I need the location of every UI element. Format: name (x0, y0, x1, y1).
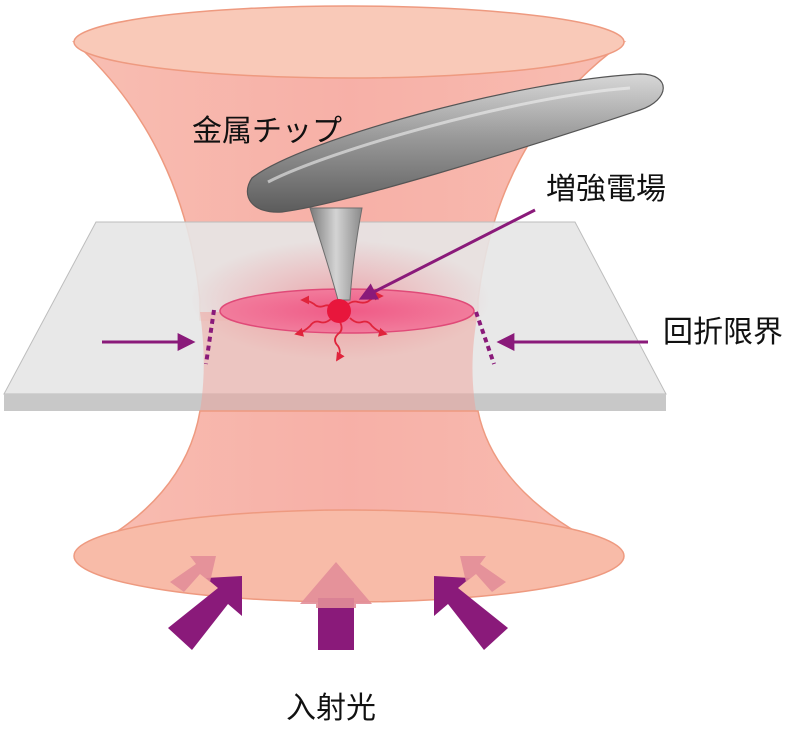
label-enhanced-field: 増強電場 (546, 172, 666, 207)
up-arrow-icon (168, 556, 242, 650)
diffraction-limit-markers (204, 309, 496, 365)
annotation-arrows (102, 208, 648, 351)
scatter-arrow-down (334, 321, 345, 362)
arrow-enhanced-field (358, 208, 536, 300)
label-metal-tip: 金属チップ (192, 114, 342, 149)
label-incident-light: 入射光 (286, 691, 376, 726)
up-arrow-icon (434, 556, 508, 650)
incident-arrows (168, 556, 508, 650)
up-arrow-icon (300, 562, 372, 650)
metal-tip-icon (246, 73, 664, 301)
scatter-arrow-down-right (349, 317, 388, 337)
enhanced-field-spot (327, 299, 351, 323)
label-diffraction-limit: 回折限界 (663, 315, 783, 350)
scatter-arrow-down-left (294, 317, 333, 337)
